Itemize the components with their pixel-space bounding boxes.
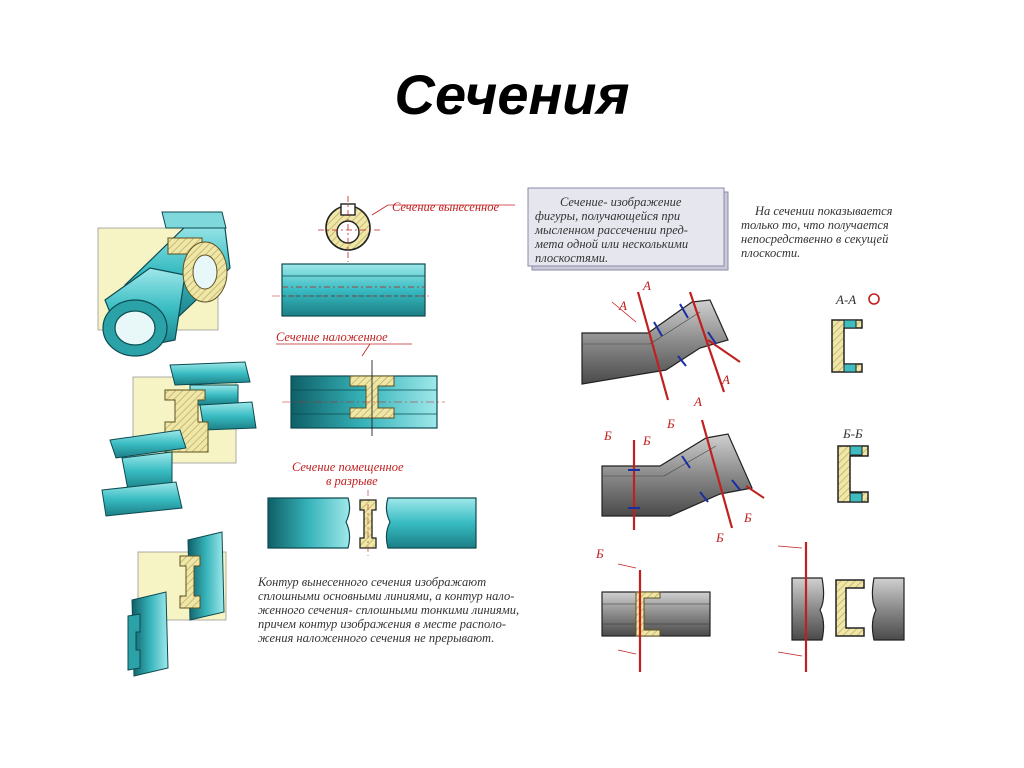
section-aa-profile [831,293,880,373]
section-aa-label: А-А [835,292,856,307]
definition-line: Сечение- изображение [560,195,682,209]
section-mark-b: Б [603,428,612,443]
section-note: На сечении показывается только то, что п… [741,204,893,260]
section-note-line: непосредственно в секущей [741,232,889,246]
section-mark-a: А [693,394,702,409]
superimposed-section-label: Сечение наложенное [276,330,388,344]
section-mark-b: Б [743,510,752,525]
definition-line: мета одной или несколькими [534,237,688,251]
section-in-break-label-line1: Сечение помещенное [292,460,404,474]
section-in-break-illustration [267,490,477,556]
section-mark-b: Б [666,416,675,431]
bottom-bar-in-break [777,542,905,672]
contour-note-line: женного сечения- сплошными тонкими линия… [258,603,519,617]
contour-note-line: Контур вынесенного сечения изображают [257,575,486,589]
bent-part-a [581,291,741,401]
section-mark-b: Б [642,433,651,448]
contour-note-line: сплошными основными линиями, а контур на… [258,589,514,603]
section-mark-a: А [721,372,730,387]
bar-3d-figure [127,531,227,677]
contour-note: Контур вынесенного сечения изображают сп… [257,575,519,645]
definition-line: мысленном рассечении пред- [534,223,688,237]
slide-title: Сечения [394,63,630,126]
section-bb-profile [837,445,869,503]
section-in-break-label-line2: в разрыве [326,474,378,488]
removed-section-label: Сечение вынесенное [392,200,500,214]
definition-box: Сечение- изображение фигуры, получающейс… [527,187,729,271]
contour-note-line: жения наложенного сечения не прерывают. [258,631,494,645]
bottom-bar-superimposed [601,563,711,672]
definition-line: плоскостями. [535,251,608,265]
section-mark-a: А [642,278,651,293]
section-note-line: только то, что получается [741,218,889,232]
section-mark-a: А [618,298,627,313]
cylinder-3d-figure [97,211,231,357]
contour-note-line: причем контур изображения в месте распол… [258,617,506,631]
i-beam-3d-figure [101,361,257,517]
bent-part-b [601,419,765,530]
superimposed-section-illustration [276,343,445,436]
section-mark-b: Б [595,546,604,561]
section-mark-b: Б [715,530,724,545]
section-note-line: На сечении показывается [754,204,893,218]
removed-section-illustration [272,196,515,317]
section-note-line: плоскости. [741,246,800,260]
definition-line: фигуры, получающейся при [535,209,680,223]
section-bb-label: Б-Б [842,426,863,441]
